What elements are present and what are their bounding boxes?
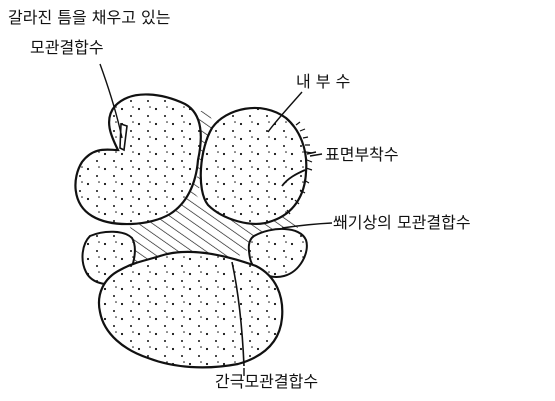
label-fissure-water-line2: 모관결합수 [30,38,104,58]
leader-surface [310,154,322,156]
label-surface-attached-water: 표면부착수 [325,145,399,165]
label-inner-water: 내 부 수 [296,72,350,92]
label-intercapillary-water: 간극모관결합수 [215,372,318,392]
label-wedge-capillary-water: 쐐기상의 모관결합수 [333,213,471,233]
label-fissure-water-line1: 갈라진 틈을 채우고 있는 [8,8,170,28]
